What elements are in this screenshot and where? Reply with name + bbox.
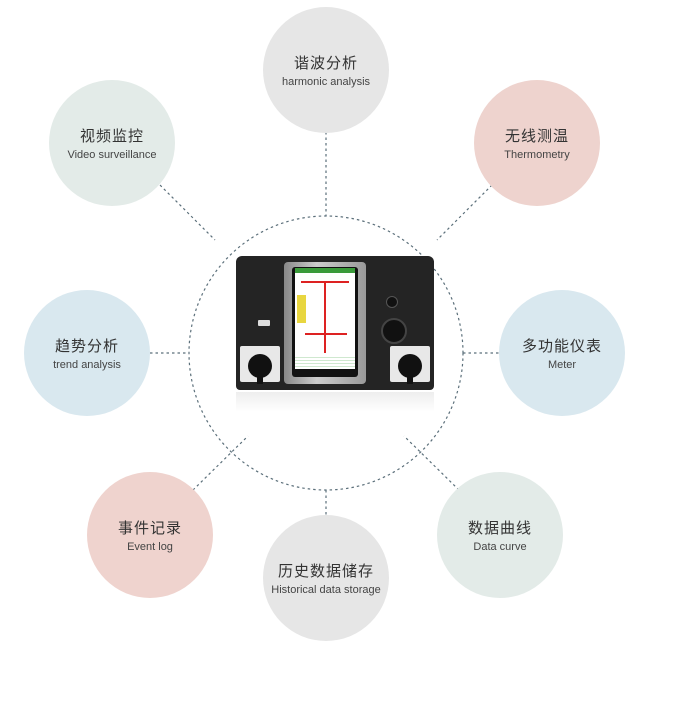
usb-port [258, 320, 270, 326]
feature-subtitle: trend analysis [53, 359, 121, 371]
feature-subtitle: Historical data storage [271, 584, 381, 596]
feature-meter: 多功能仪表 Meter [499, 290, 625, 416]
feature-title: 趋势分析 [54, 337, 119, 355]
small-knob [386, 296, 398, 308]
device-reflection [236, 392, 434, 412]
connector-thermometry [436, 184, 493, 241]
right-rotary-switch [390, 346, 430, 384]
connector-video [159, 184, 216, 241]
feature-title: 事件记录 [117, 519, 182, 537]
feature-subtitle: Thermometry [504, 149, 570, 161]
feature-title: 数据曲线 [467, 519, 532, 537]
feature-title: 历史数据储存 [277, 562, 374, 580]
feature-subtitle: harmonic analysis [281, 76, 371, 88]
feature-data-curve: 数据曲线 Data curve [437, 472, 563, 598]
feature-subtitle: Data curve [473, 541, 527, 553]
feature-video-surveillance: 视频监控 Video surveillance [49, 80, 175, 206]
screen-header-bar [295, 268, 355, 273]
feature-title: 无线测温 [504, 127, 569, 145]
feature-historical-data-storage: 历史数据储存 Historical data storage [263, 515, 389, 641]
feature-trend-analysis: 趋势分析 trend analysis [24, 290, 150, 416]
feature-thermometry: 无线测温 Thermometry [474, 80, 600, 206]
screen-diagram [295, 273, 355, 369]
feature-subtitle: Video surveillance [67, 149, 157, 161]
feature-title: 谐波分析 [293, 54, 358, 72]
feature-subtitle: Meter [547, 359, 577, 371]
screen-bezel [284, 262, 366, 384]
feature-subtitle: Event log [127, 541, 173, 553]
feature-title: 多功能仪表 [521, 337, 602, 355]
feature-title: 视频监控 [79, 127, 144, 145]
left-rotary-switch [240, 346, 280, 384]
selector-knob [381, 318, 407, 344]
feature-harmonic-analysis: 谐波分析 harmonic analysis [263, 7, 389, 133]
connector-datacurve [403, 435, 460, 491]
feature-event-log: 事件记录 Event log [87, 472, 213, 598]
device-screen [292, 267, 358, 377]
device-image [236, 256, 434, 390]
connector-event [192, 435, 249, 491]
